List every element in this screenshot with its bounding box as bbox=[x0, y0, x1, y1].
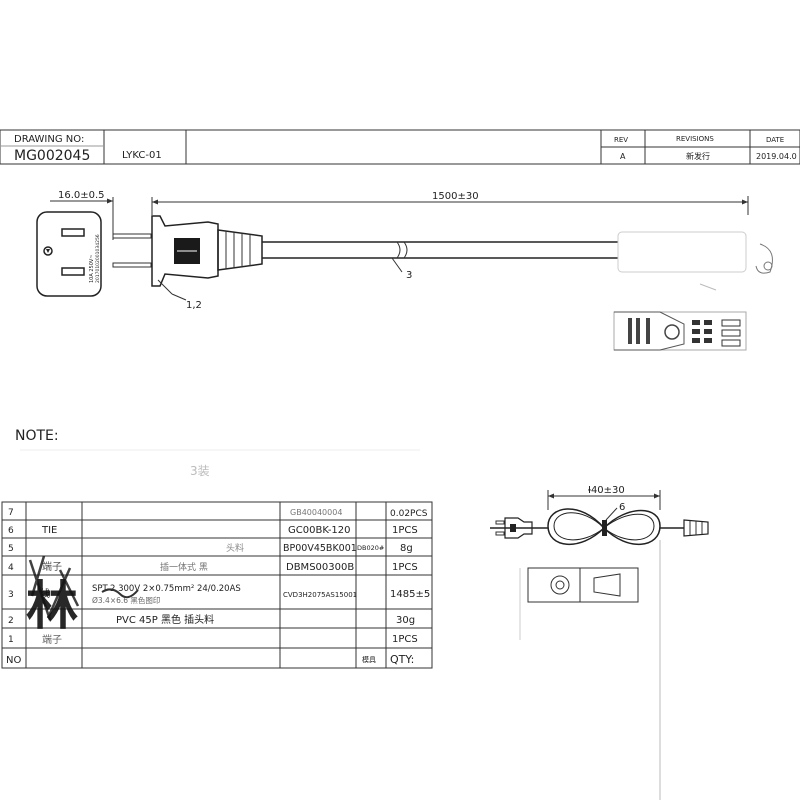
bom-row-2-qty: 30g bbox=[396, 615, 415, 626]
bom-row-2-desc: PVC 45P 黑色 插头料 bbox=[116, 613, 214, 626]
date-header: DATE bbox=[766, 136, 784, 144]
drawing-number: MG002045 bbox=[14, 148, 90, 164]
bom-row-7-code: GB40040004 bbox=[290, 508, 342, 517]
rev-value: A bbox=[620, 152, 626, 161]
bom-row-4-code: DBMS00300B bbox=[286, 562, 354, 573]
revision-description: 新发行 bbox=[686, 151, 710, 161]
handwritten-mark: 林 bbox=[26, 555, 139, 637]
bom-row-3-no: 3 bbox=[8, 590, 14, 600]
bom-table: 7 GB40040004 0.02PCS 6 TIE GC00BK-120 1P… bbox=[1, 501, 433, 669]
callout-cable: 3 bbox=[406, 270, 412, 281]
revisions-header: REVISIONS bbox=[676, 135, 714, 143]
coil-dimension-label: Ɨ40±30 bbox=[588, 485, 625, 496]
bom-row-7-no: 7 bbox=[8, 508, 14, 518]
bom-row-1-qty: 1PCS bbox=[392, 634, 418, 645]
bom-row-6-no: 6 bbox=[8, 526, 14, 536]
bom-header-extra: 模具 bbox=[362, 655, 376, 664]
plug-side-view: 1,2 bbox=[112, 215, 263, 311]
bom-row-6-qty: 1PCS bbox=[392, 525, 418, 536]
bom-row-3-code: CVD3H2075AS15001 bbox=[283, 591, 357, 599]
plug-marking-line2: 20170102001034256 bbox=[95, 234, 101, 283]
bom-row-6-name: TIE bbox=[41, 525, 57, 536]
bom-row-5-code: BP00V45BK001 bbox=[283, 543, 357, 554]
note-faded-text: 3装 bbox=[190, 464, 210, 478]
bom-header-qty: QTY: bbox=[390, 653, 414, 666]
callout-plug-parts: 1,2 bbox=[186, 300, 202, 311]
bom-row-7-qty: 0.02PCS bbox=[390, 509, 428, 519]
bom-row-4-no: 4 bbox=[8, 563, 14, 573]
bom-row-3-name: 线 bbox=[40, 587, 50, 600]
bom-row-3-desc: SPT-2 300V 2×0.75mm² 24/0.20AS bbox=[92, 584, 241, 594]
bom-row-6-code: GC00BK-120 bbox=[288, 525, 351, 536]
bom-row-5-desc: 头料 bbox=[226, 542, 244, 554]
packing-view: Ɨ40±30 6 bbox=[490, 485, 709, 545]
rev-header: REV bbox=[614, 136, 628, 144]
revision-date: 2019.04.0 bbox=[756, 152, 797, 161]
bom-row-1-name: 端子 bbox=[42, 633, 62, 646]
bom-row-2-no: 2 bbox=[8, 616, 14, 626]
bom-row-3-qty: 1485±5 bbox=[390, 589, 430, 600]
connector-side-view bbox=[617, 231, 773, 291]
label-panel bbox=[519, 540, 661, 800]
bom-row-4-name: 端子 bbox=[42, 560, 62, 573]
cable-body: 3 bbox=[262, 241, 618, 281]
bom-row-3-desc2: Ø3.4×6.6 黑色图印 bbox=[92, 595, 160, 605]
bom-row-4-desc: 插一体式 黑 bbox=[160, 561, 208, 573]
model-number: LYKC-01 bbox=[122, 150, 162, 161]
cable-length-dimension: 1500±30 bbox=[152, 191, 749, 215]
bom-row-5-no: 5 bbox=[8, 544, 14, 554]
bom-row-5-extra: DB020# bbox=[357, 544, 384, 552]
plug-marking-line1: 10A 250V~ bbox=[89, 254, 95, 283]
plug-face-view: 10A 250V~ 20170102001034256 bbox=[36, 211, 102, 297]
bom-row-1-no: 1 bbox=[8, 635, 14, 645]
callout-tie: 6 bbox=[619, 502, 625, 513]
connector-face-view bbox=[613, 311, 747, 351]
bom-row-4-qty: 1PCS bbox=[392, 562, 418, 573]
bom-row-5-qty: 8g bbox=[400, 543, 413, 554]
cable-length-label: 1500±30 bbox=[432, 191, 479, 202]
note-label: NOTE: bbox=[15, 428, 59, 444]
drawing-no-label: DRAWING NO: bbox=[14, 134, 84, 145]
plug-width-label: 16.0±0.5 bbox=[58, 190, 105, 201]
title-block: DRAWING NO: MG002045 LYKC-01 REV REVISIO… bbox=[0, 129, 800, 165]
bom-header-no: NO bbox=[6, 655, 21, 666]
plug-width-dimension: 16.0±0.5 bbox=[50, 190, 153, 240]
